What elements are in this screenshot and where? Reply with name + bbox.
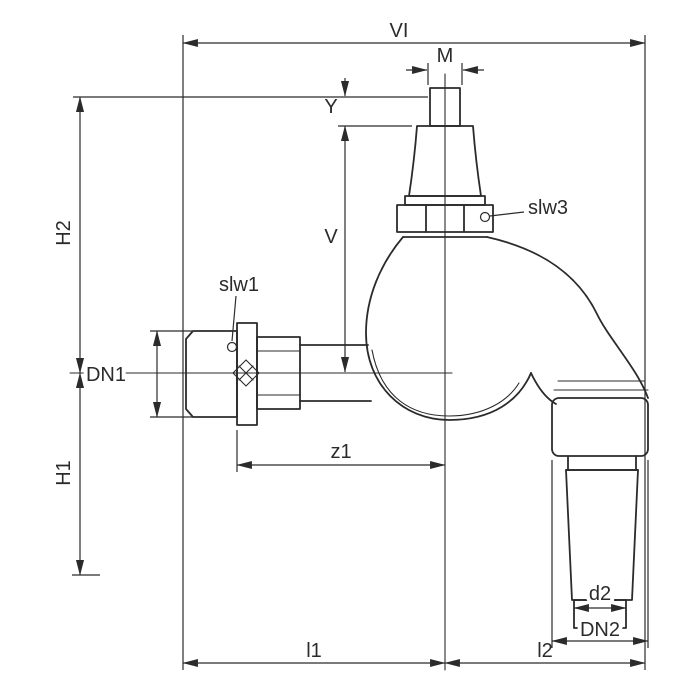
label-h1: H1 — [53, 460, 75, 486]
valve-body — [365, 236, 649, 421]
label-y: Y — [324, 96, 337, 118]
callout-marker-slw3 — [479, 211, 491, 223]
label-v: V — [324, 226, 338, 248]
label-slw3: slw3 — [528, 197, 568, 219]
label-z1: z1 — [330, 441, 351, 463]
tap-body — [185, 87, 649, 629]
centerlines — [69, 73, 453, 671]
label-l1: l1 — [306, 640, 322, 662]
bonnet-hex-nut — [396, 204, 494, 238]
extension-lines — [72, 35, 649, 670]
hose-barb — [565, 469, 639, 601]
hose-outlet — [551, 397, 649, 629]
label-m: M — [437, 45, 454, 67]
label-vi: VI — [390, 20, 409, 42]
dimension-lines — [75, 38, 649, 668]
label-dn2: DN2 — [580, 619, 620, 641]
dimension-labels: VI M Y V H2 H1 DN1 z1 l1 l2 d2 DN2 slw1 … — [53, 20, 624, 662]
callout-marker-slw1 — [226, 341, 238, 353]
callouts — [226, 211, 525, 353]
knurled-nut — [551, 397, 649, 457]
label-l2: l2 — [537, 640, 553, 662]
label-dn1: DN1 — [86, 364, 126, 386]
label-d2: d2 — [589, 583, 611, 605]
nozzle-tip — [573, 599, 627, 629]
label-slw1: slw1 — [219, 274, 259, 296]
label-h2: H2 — [53, 220, 75, 246]
square-drive-mark — [232, 359, 260, 387]
inlet — [185, 322, 372, 426]
